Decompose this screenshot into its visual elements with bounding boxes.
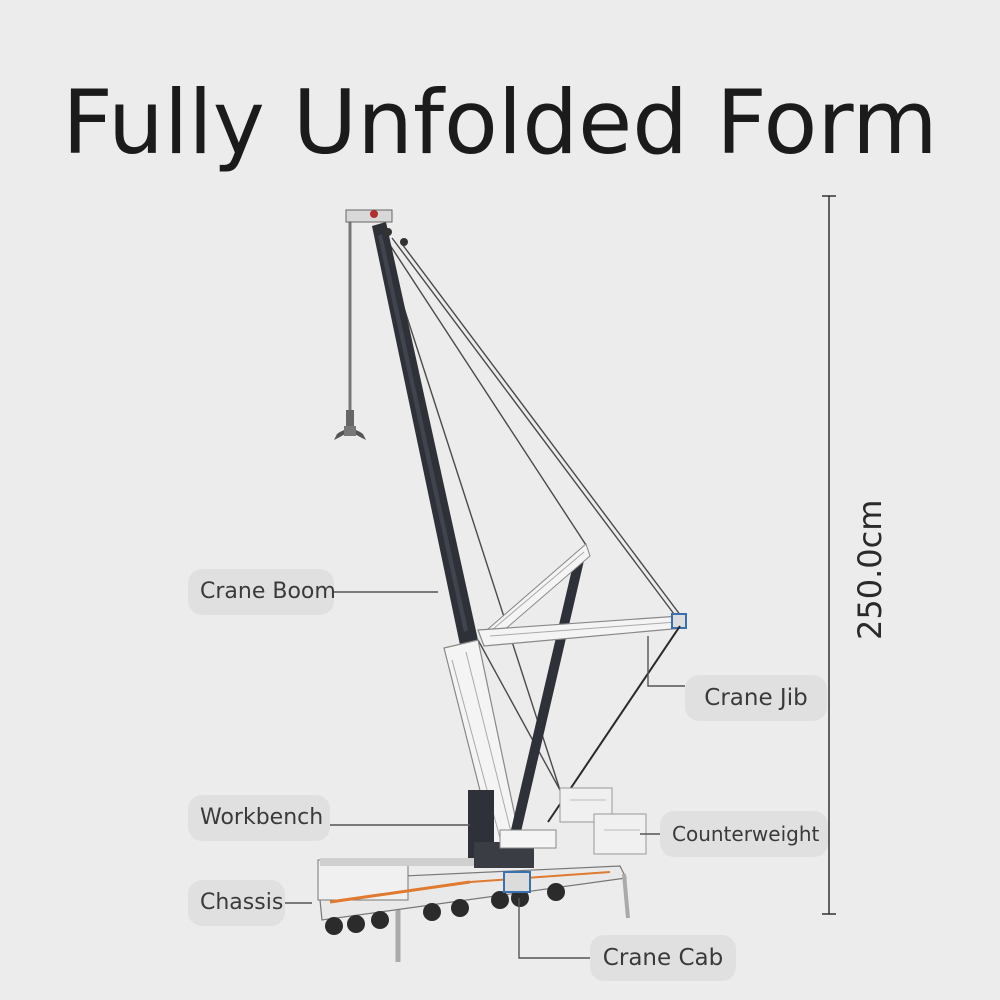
lower-boom-section [443,639,521,860]
crane-boom [345,209,478,645]
crane-boom-label: Crane Boom [188,569,336,615]
counterweight-label: Counterweight [660,811,828,857]
counterweight [559,787,647,855]
leader-lines [285,591,685,959]
crane-cab-label: Crane Cab [590,935,736,981]
chassis [317,858,630,962]
height-dimension-line [822,195,836,915]
page-title: Fully Unfolded Form [62,71,938,174]
luffing-mast [510,552,586,836]
workbench-label: Workbench [188,795,330,841]
crane-jib [477,613,687,823]
crane-jib-label: Crane Jib [685,675,827,721]
guy-cables [383,237,685,791]
height-dimension-label: 250.0cm [851,499,889,640]
hook-assembly [334,218,366,440]
crane-cab [503,871,531,893]
chassis-label: Chassis [188,880,285,926]
workbench [474,829,557,868]
